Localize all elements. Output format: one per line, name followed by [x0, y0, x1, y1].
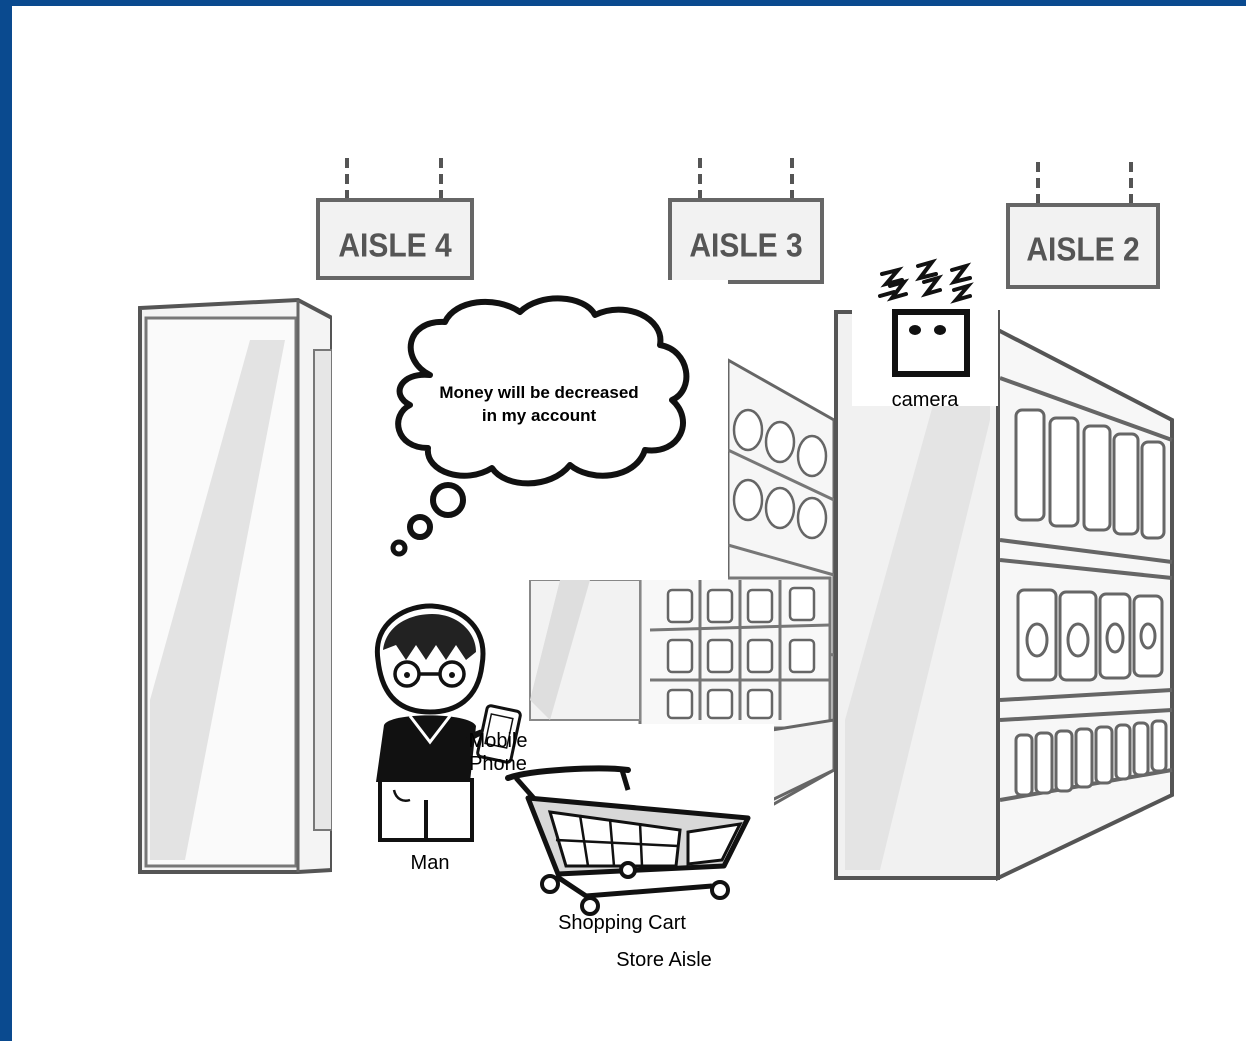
thought-text-line2: in my account [482, 406, 597, 425]
left-shelf-unit [140, 300, 332, 872]
mobile-phone-label-line1: Mobile [469, 730, 528, 752]
store-aisle-label: Store Aisle [616, 949, 712, 971]
aisle-sign-2-label: AISLE 2 [1026, 230, 1139, 268]
man-label: Man [411, 852, 450, 874]
aisle-sign-4-label: AISLE 4 [338, 226, 452, 264]
shelf-products-middle [1018, 590, 1162, 680]
aisle-sign-3: AISLE 3 [670, 158, 822, 282]
camera-icon [880, 262, 970, 374]
aisle-sign-3-label: AISLE 3 [689, 226, 802, 264]
thought-text-line1: Money will be decreased [439, 383, 638, 402]
aisle-sign-2: AISLE 2 [1008, 162, 1158, 287]
aisle-sign-4: AISLE 4 [318, 158, 472, 278]
shopping-cart-label: Shopping Cart [558, 912, 686, 934]
camera-label: camera [892, 389, 960, 411]
mobile-phone-label-line2: Phone [469, 753, 527, 775]
